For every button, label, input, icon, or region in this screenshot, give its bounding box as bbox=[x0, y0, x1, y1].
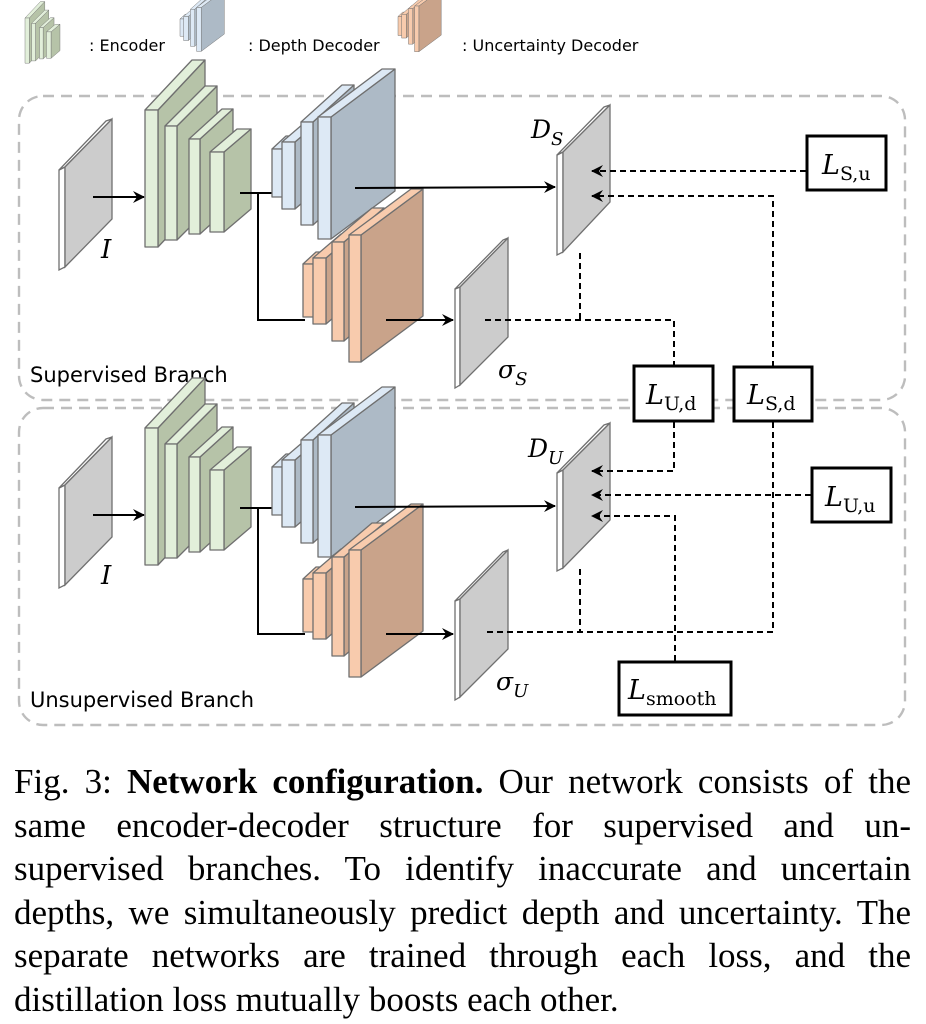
legend-depth-decoder-label: : Depth Decoder bbox=[248, 36, 380, 55]
encoder-layer-front-face bbox=[46, 31, 52, 59]
depth-layer-side-face bbox=[201, 0, 225, 52]
depth-layer-front-face bbox=[183, 16, 189, 41]
depth-decoder-output-arrow bbox=[354, 500, 556, 513]
depth-map-plane bbox=[556, 103, 611, 257]
uncertainty-map-plane bbox=[454, 548, 509, 702]
loss-ud-to-depth-arrow bbox=[591, 422, 675, 477]
input-image-symbol: I bbox=[100, 235, 112, 265]
uncert-layer-side-face bbox=[418, 0, 442, 52]
depth-map-plane bbox=[556, 421, 611, 573]
uncertainty-map-symbol: σS bbox=[498, 355, 527, 390]
figure-caption: Fig. 3: Network configuration. Our netwo… bbox=[14, 760, 911, 1021]
loss-smooth-to-depth-arrow bbox=[591, 510, 676, 661]
depth-layer-4 bbox=[317, 68, 396, 240]
encoder-split-connector bbox=[240, 192, 305, 321]
encoder-layer-front-face bbox=[209, 151, 225, 233]
uncert-layer-front-face bbox=[408, 8, 413, 45]
unsupervised-branch-label: Unsupervised Branch bbox=[30, 688, 254, 712]
encoder-layer-front-face bbox=[188, 456, 201, 553]
loss-box-smooth: Lsmooth bbox=[617, 660, 733, 717]
depth-layer-front-face bbox=[281, 459, 296, 528]
loss-box-s-d: LS,d bbox=[732, 365, 814, 423]
depth-and-uncertainty-to-loss-ud bbox=[485, 253, 675, 365]
loss-box-s-u: LS,u bbox=[805, 134, 888, 192]
legend-uncertainty-decoder-icon bbox=[397, 0, 442, 52]
uncertainty-map-symbol: σU bbox=[496, 667, 529, 702]
uncert-layer-4 bbox=[414, 0, 442, 52]
depth-decoder-block bbox=[271, 386, 396, 558]
uncert-layer-front-face bbox=[312, 572, 327, 640]
depth-map-symbol: DU bbox=[527, 434, 564, 469]
uncert-layer-front-face bbox=[397, 16, 403, 36]
svg-text:LU,u: LU,u bbox=[824, 482, 875, 517]
depth-layer-front-face bbox=[317, 434, 332, 558]
caption-prefix: Fig. 3: bbox=[14, 762, 127, 801]
caption-title: Network configuration. bbox=[126, 762, 484, 801]
legend-encoder-label: : Encoder bbox=[89, 36, 165, 55]
depth-layer-front-face bbox=[300, 121, 314, 226]
uncert-layer-front-face bbox=[348, 549, 362, 678]
encoder-layer-front-face bbox=[24, 17, 30, 64]
encoder-layer-front-face bbox=[188, 138, 201, 235]
supervised-branch: I DS σS bbox=[58, 59, 806, 390]
input-image-symbol: I bbox=[100, 561, 112, 591]
depth-layer-front-face bbox=[281, 141, 296, 210]
loss-box-u-u: LU,u bbox=[810, 466, 893, 524]
uncert-layer-front-face bbox=[312, 257, 327, 325]
unsupervised-branch: I DU σU bbox=[58, 377, 811, 702]
legend-encoder-icon bbox=[24, 1, 61, 64]
legend: : Encoder : Depth Decoder : Uncertainty … bbox=[24, 0, 639, 64]
svg-text:Lsmooth: Lsmooth bbox=[627, 675, 716, 710]
legend-uncertainty-decoder-label: : Uncertainty Decoder bbox=[462, 36, 639, 55]
encoder-block bbox=[144, 377, 252, 566]
encoder-layer-front-face bbox=[164, 443, 178, 559]
depth-layer-front-face bbox=[196, 7, 202, 52]
encoder-layer-4 bbox=[209, 446, 252, 551]
network-diagram: : Encoder : Depth Decoder : Uncertainty … bbox=[17, 0, 907, 727]
depth-decoder-block bbox=[271, 68, 396, 240]
depth-layer-front-face bbox=[190, 9, 195, 47]
uncert-layer-front-face bbox=[401, 14, 407, 39]
encoder-layer-front-face bbox=[209, 469, 225, 551]
legend-depth-decoder-icon bbox=[179, 0, 225, 52]
encoder-layer-4 bbox=[46, 24, 61, 59]
encoder-layer-front-face bbox=[164, 125, 178, 241]
svg-text:LS,u: LS,u bbox=[821, 150, 871, 185]
uncert-layer-front-face bbox=[348, 234, 362, 363]
encoder-layer-front-face bbox=[31, 23, 36, 62]
uncertainty-map-plane bbox=[454, 236, 509, 390]
depth-layer-4 bbox=[196, 0, 225, 52]
depth-map-symbol: DS bbox=[530, 115, 563, 150]
encoder-layer-front-face bbox=[144, 109, 159, 248]
encoder-block bbox=[144, 59, 252, 248]
encoder-layer-4 bbox=[209, 128, 252, 233]
svg-text:LS,d: LS,d bbox=[746, 380, 795, 415]
uncertainty-decoder-block bbox=[302, 188, 424, 363]
input-image-plane bbox=[58, 117, 113, 272]
uncert-layer-front-face bbox=[331, 241, 345, 342]
input-image-plane bbox=[58, 435, 113, 590]
uncert-layer-4 bbox=[348, 188, 424, 363]
depth-layer-4 bbox=[317, 386, 396, 558]
depth-decoder-output-arrow bbox=[354, 181, 556, 194]
encoder-layer-front-face bbox=[144, 427, 159, 566]
supervised-branch-panel bbox=[17, 94, 907, 402]
depth-and-uncertainty-to-loss-sd bbox=[487, 422, 774, 633]
depth-layer-front-face bbox=[317, 116, 332, 240]
loss-box-u-d: LU,d bbox=[632, 364, 715, 423]
loss-sd-to-depth-arrow bbox=[591, 190, 774, 367]
uncert-layer-front-face bbox=[331, 556, 345, 657]
svg-text:LU,d: LU,d bbox=[645, 380, 696, 415]
unsupervised-branch-panel bbox=[17, 406, 907, 727]
depth-layer-front-face bbox=[300, 439, 314, 544]
caption-body: Our network consists of the same encoder… bbox=[14, 762, 911, 1019]
encoder-layer-front-face bbox=[39, 27, 44, 60]
uncert-layer-front-face bbox=[414, 5, 420, 52]
